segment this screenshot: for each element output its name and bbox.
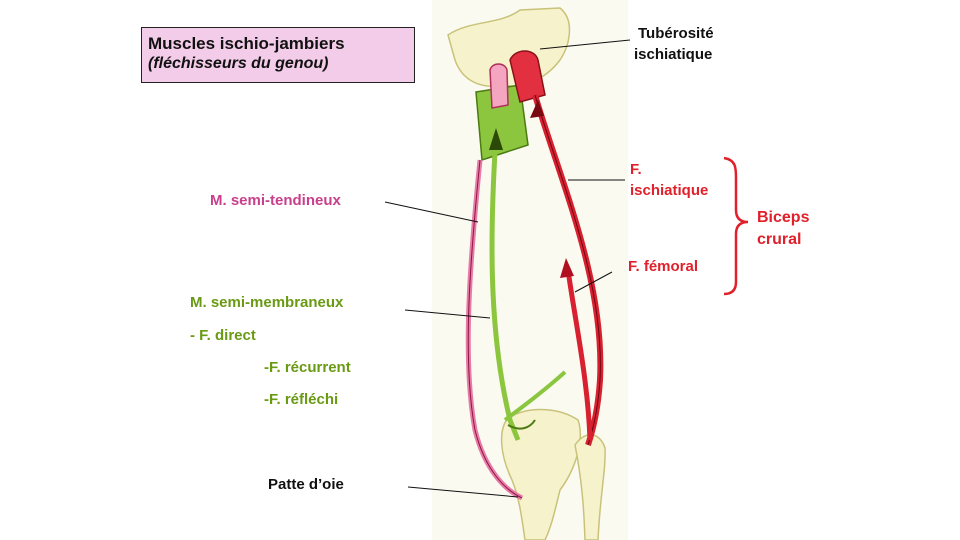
biceps-brace	[723, 156, 749, 296]
label-f-femoral: F. fémoral	[628, 258, 699, 275]
title-box: Muscles ischio-jambiers (fléchisseurs du…	[141, 27, 415, 83]
label-semi-tendineux: M. semi-tendineux	[210, 192, 341, 209]
semi-tendineux-outline	[467, 159, 523, 499]
pointer-patte-oie	[407, 486, 519, 498]
label-f-direct: - F. direct	[190, 327, 256, 344]
pointer-f-femoral	[574, 271, 613, 293]
semi-tendineux-origin	[489, 63, 509, 109]
label-f-recurrent: -F. récurrent	[264, 359, 351, 376]
label-semi-membraneux: M. semi-membraneux	[190, 294, 344, 311]
label-biceps-line2: crural	[757, 231, 802, 248]
biceps-short-head	[565, 269, 593, 441]
label-f-ischiatique-line1: F.	[630, 161, 642, 178]
semi-membraneux-recurrent-branch	[503, 370, 567, 422]
biceps-long-head-outline	[534, 94, 601, 446]
label-f-reflechi: -F. réfléchi	[264, 391, 339, 408]
label-f-ischiatique-line2: ischiatique	[630, 182, 709, 199]
pointer-semi-membraneux	[404, 309, 491, 319]
tibia-bone	[500, 408, 582, 540]
title-line2: (fléchisseurs du genou)	[148, 55, 329, 72]
label-patte-oie: Patte d’oie	[268, 476, 344, 493]
biceps-femoral-arrow	[560, 258, 574, 278]
label-tuberosite-line1: Tubérosité	[638, 25, 714, 42]
title-line1: Muscles ischio-jambiers	[148, 34, 345, 53]
semi-membraneux-tendon	[489, 134, 521, 441]
semi-membraneux-reflected-branch	[507, 419, 536, 430]
label-tuberosite-line2: ischiatique	[634, 46, 713, 63]
label-biceps-line1: Biceps	[757, 209, 810, 226]
biceps-ischiatic-arrow	[530, 100, 544, 118]
pointer-semi-tendineux	[384, 201, 479, 223]
biceps-ischiatic-origin	[509, 50, 546, 103]
pointer-tuberosite	[539, 39, 631, 50]
fibula-bone	[574, 434, 606, 540]
semi-membraneux-arrow	[489, 128, 503, 150]
